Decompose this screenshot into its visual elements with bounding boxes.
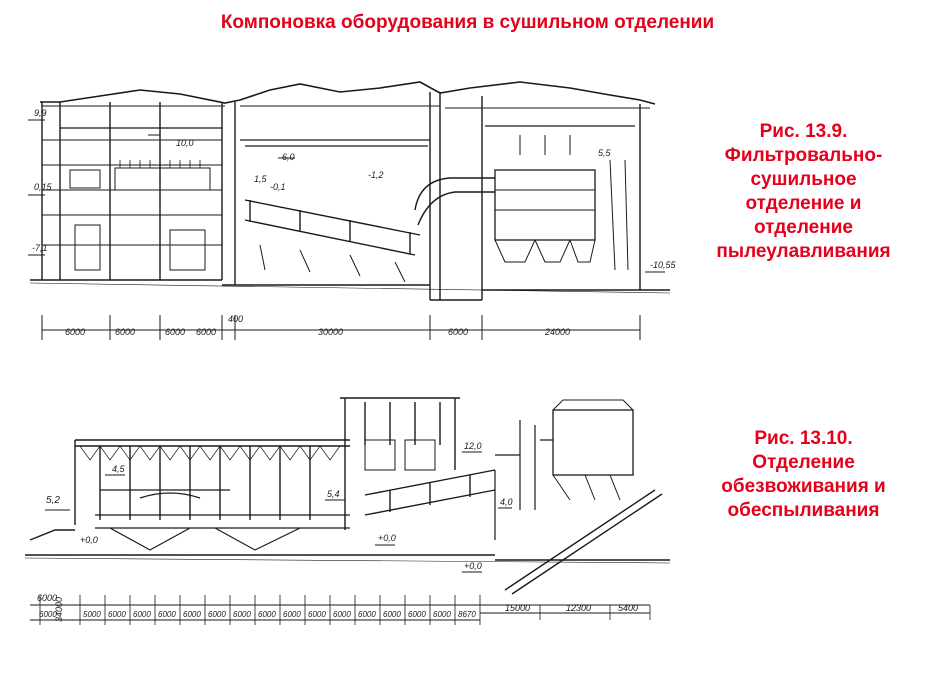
fig1-filter-unit <box>114 167 211 191</box>
dimension-label: 8670 <box>458 610 476 619</box>
elevation-label: -10,55 <box>650 260 677 270</box>
elevation-label: -1,2 <box>368 170 384 180</box>
dimension-label: 400 <box>228 314 243 324</box>
dimension-label: 6000 <box>108 610 126 619</box>
caption-line: обеспыливания <box>727 500 880 521</box>
fig1-roof <box>40 81 656 105</box>
fig1-columns <box>41 92 641 300</box>
dimension-label: 6000 <box>165 327 185 337</box>
fig1-rotary-dryer <box>244 199 421 256</box>
dimension-label: 6000 <box>208 610 226 619</box>
elevation-label: 10,0 <box>176 138 194 148</box>
dimension-label: 6000 <box>258 610 276 619</box>
caption-line: обезвоживания и <box>721 476 886 497</box>
dimension-label: 5400 <box>618 603 638 613</box>
elevation-label: 1,5 <box>254 174 268 184</box>
fig1-dimension-line <box>41 315 641 340</box>
fig2-labels: 5,2 4,5 +0,0 5,4 12,0 +0,0 4,0 +0,0 6000… <box>37 441 638 622</box>
elevation-label: -7,1 <box>32 243 48 253</box>
elevation-label: -0,1 <box>270 182 286 192</box>
figure-2-caption: Рис. 13.10. Отделение обезвоживания и об… <box>686 427 921 523</box>
fig2-ground <box>25 529 670 561</box>
caption-line: отделение <box>754 217 853 238</box>
dimension-label: 6000 <box>408 610 426 619</box>
caption-line: Фильтровально- <box>724 145 883 166</box>
caption-line: отделение и <box>745 193 862 214</box>
elevation-label: +0,0 <box>378 533 396 543</box>
dimension-label: 6000 <box>383 610 401 619</box>
elevation-label: 5,4 <box>327 489 340 499</box>
fig1-labels: 9,9 0,15 -7,1 10,0 6,0 1,5 -0,1 -1,2 5,5… <box>32 108 677 337</box>
dimension-label: 34000 <box>54 597 64 622</box>
elevation-label: 5,2 <box>46 495 60 506</box>
dimension-label: 6000 <box>183 610 201 619</box>
elevation-label: +0,0 <box>80 535 98 545</box>
dimension-label: 6000 <box>196 327 216 337</box>
dimension-label: 6000 <box>358 610 376 619</box>
dimension-label: 12300 <box>566 603 591 613</box>
figure-2-drawing <box>24 397 671 625</box>
figure-1-caption: Рис. 13.9. Фильтровально- сушильное отде… <box>686 120 921 264</box>
fig2-dryer-drum <box>364 469 496 516</box>
fig2-roof <box>74 439 350 525</box>
dimension-label: 6000 <box>37 593 57 603</box>
caption-line: сушильное <box>750 169 857 190</box>
caption-line: пылеулавливания <box>716 241 891 262</box>
dimension-label: 6000 <box>39 610 57 619</box>
dimension-label: 6000 <box>115 327 135 337</box>
fig2-dust-tower <box>552 409 634 476</box>
elevation-label: 12,0 <box>464 441 482 451</box>
figure-1-drawing <box>28 81 671 340</box>
caption-line: Рис. 13.10. <box>754 428 853 449</box>
dimension-label: 24000 <box>544 327 570 337</box>
caption-line: Рис. 13.9. <box>759 121 848 142</box>
dimension-label: 15000 <box>505 603 530 613</box>
dimension-label: 6000 <box>433 610 451 619</box>
fig1-dust-collector <box>494 169 596 241</box>
dimension-label: 6000 <box>333 610 351 619</box>
fig2-vacuum-filters <box>95 489 350 551</box>
dimension-label: 6000 <box>308 610 326 619</box>
dimension-label: 6000 <box>283 610 301 619</box>
fig1-ground <box>30 279 670 301</box>
dimension-label: 6000 <box>158 610 176 619</box>
page-title: Компоновка оборудования в сушильном отде… <box>220 12 715 33</box>
dimension-label: 6000 <box>65 327 85 337</box>
elevation-label: 4,0 <box>500 497 513 507</box>
dimension-label: 5000 <box>83 610 101 619</box>
elevation-label: 5,5 <box>598 148 612 158</box>
fig2-conveyor <box>504 489 663 595</box>
dimension-label: 6000 <box>448 327 468 337</box>
dimension-label: 6000 <box>233 610 251 619</box>
dimension-label: 6000 <box>133 610 151 619</box>
elevation-label: +0,0 <box>464 561 482 571</box>
elevation-label: 4,5 <box>112 464 126 474</box>
elevation-label: 0,15 <box>34 182 53 192</box>
elevation-label: 9,9 <box>34 108 47 118</box>
dimension-label: 30000 <box>318 327 343 337</box>
caption-line: Отделение <box>752 452 855 473</box>
elevation-label: 6,0 <box>282 152 295 162</box>
